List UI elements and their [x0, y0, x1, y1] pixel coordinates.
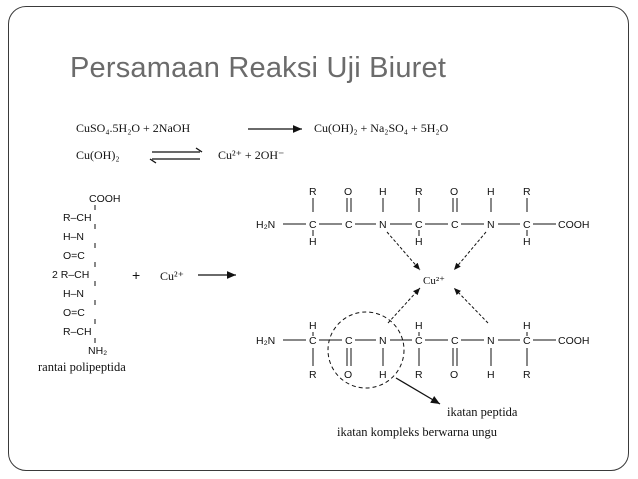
- top-h3: H: [415, 236, 423, 248]
- chain-2rch: 2 R–CH: [52, 269, 89, 281]
- bottom-r3: R: [523, 369, 531, 381]
- top-n2: N: [487, 219, 495, 231]
- chain-nh2: NH₂: [88, 345, 107, 357]
- top-h2n: H₂N: [256, 219, 275, 231]
- top-peptide-chain: H₂N C R H C O N H C R H C O N H C R H: [256, 186, 590, 248]
- polypeptide-chain: COOH R–CH H–N O=C 2 R–CH H–N O=C R–CH NH…: [52, 193, 121, 357]
- bottom-r2: R: [415, 369, 423, 381]
- bottom-c3: C: [415, 335, 423, 347]
- coordination-bonds: [386, 231, 489, 324]
- annotation-arrow: [395, 377, 441, 405]
- top-h5: H: [523, 236, 531, 248]
- chain-hn-2: H–N: [63, 288, 84, 300]
- peptide-bond-highlight: [327, 311, 405, 389]
- bottom-n1: N: [379, 335, 387, 347]
- slide-frame: [8, 6, 629, 471]
- top-cooh: COOH: [558, 219, 590, 231]
- annotation-complex-bond: ikatan kompleks berwarna ungu: [337, 425, 498, 439]
- bottom-h3: H: [415, 320, 423, 332]
- polypeptide-caption: rantai polipeptida: [38, 360, 126, 374]
- bottom-peptide-chain: H₂N H C R C O N H H C R C O N H H C R: [256, 320, 590, 381]
- bottom-h2: H: [379, 369, 387, 381]
- chain-rch-2: R–CH: [63, 326, 92, 338]
- copper-ion-complex: Cu²⁺: [423, 275, 445, 287]
- bottom-c2: C: [345, 335, 353, 347]
- equation-1-products: Cu(OH)₂ + Na₂SO₄ + 5H₂O: [314, 121, 449, 135]
- chain-cooh: COOH: [89, 193, 121, 205]
- plus-sign: +: [132, 267, 140, 283]
- chain-hn-1: H–N: [63, 231, 84, 243]
- bottom-h2n: H₂N: [256, 335, 275, 347]
- equation-2-products: Cu²⁺ + 2OH⁻: [218, 148, 285, 162]
- bottom-c5: C: [523, 335, 531, 347]
- bottom-n2: N: [487, 335, 495, 347]
- top-h4: H: [487, 186, 495, 198]
- top-c2: C: [345, 219, 353, 231]
- top-r2: R: [415, 186, 423, 198]
- bottom-h5: H: [523, 320, 531, 332]
- top-h1: H: [309, 236, 317, 248]
- chain-oc-2: O=C: [63, 307, 85, 319]
- bottom-cooh: COOH: [558, 335, 590, 347]
- bottom-c4: C: [451, 335, 459, 347]
- bottom-h1: H: [309, 320, 317, 332]
- equation-2-reactants: Cu(OH)₂: [76, 148, 120, 162]
- copper-ion-reactant: Cu²⁺: [160, 269, 184, 283]
- bottom-c1: C: [309, 335, 317, 347]
- top-n1: N: [379, 219, 387, 231]
- top-c4: C: [451, 219, 459, 231]
- equation-1-reactants: CuSO₄.5H₂O + 2NaOH: [76, 121, 191, 135]
- top-c1: C: [309, 219, 317, 231]
- annotation-peptide-bond: ikatan peptida: [447, 405, 518, 419]
- chain-oc-1: O=C: [63, 250, 85, 262]
- top-c5: C: [523, 219, 531, 231]
- bottom-o2: O: [450, 369, 458, 381]
- top-r3: R: [523, 186, 531, 198]
- chain-rch-1: R–CH: [63, 212, 92, 224]
- top-o2: O: [450, 186, 458, 198]
- top-o1: O: [344, 186, 352, 198]
- bottom-o1: O: [344, 369, 352, 381]
- top-r1: R: [309, 186, 317, 198]
- bottom-r1: R: [309, 369, 317, 381]
- slide-title: Persamaan Reaksi Uji Biuret: [70, 52, 447, 84]
- bottom-h4: H: [487, 369, 495, 381]
- top-c3: C: [415, 219, 423, 231]
- top-h2: H: [379, 186, 387, 198]
- equilibrium-arrow: [149, 147, 203, 164]
